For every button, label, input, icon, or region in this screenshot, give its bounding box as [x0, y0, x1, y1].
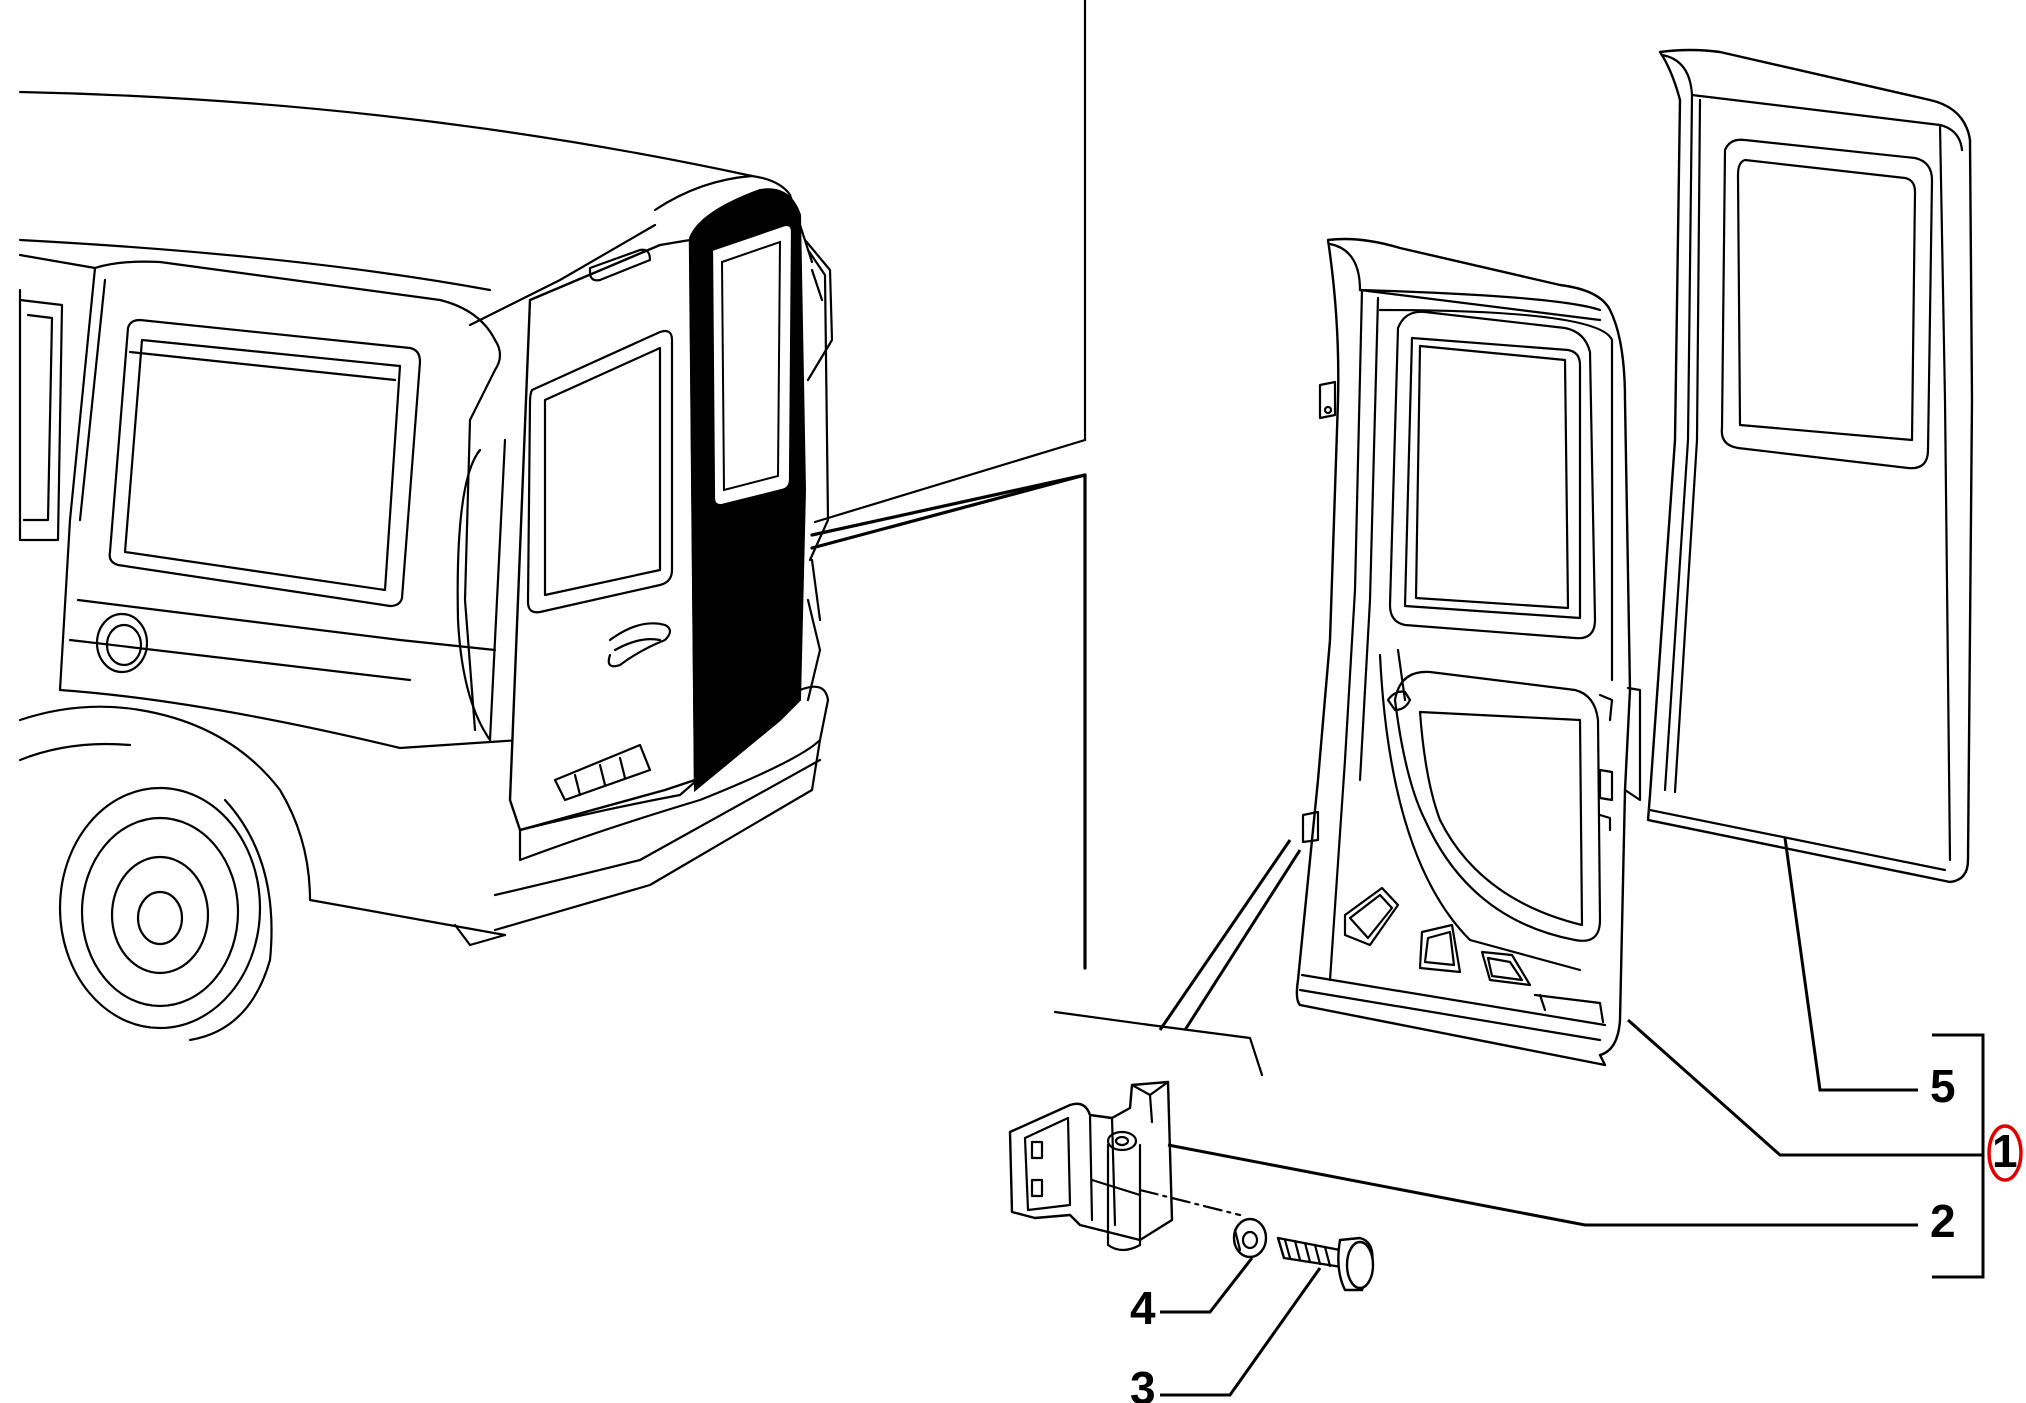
callout-1: 1 — [1992, 1125, 2018, 1177]
bolt — [1276, 1236, 1375, 1292]
callout-4: 4 — [1130, 1282, 1156, 1334]
leader-lines — [1158, 837, 1985, 1397]
frame-lines — [810, 0, 1264, 1077]
callout-2: 2 — [1930, 1195, 1956, 1247]
callout-1-highlight-ring — [1987, 1124, 2023, 1182]
van-illustration — [18, 90, 1087, 1042]
callout-3: 3 — [1130, 1362, 1156, 1403]
callout-5: 5 — [1930, 1060, 1956, 1112]
door-inner-panel — [1295, 237, 1642, 1067]
door-hinge — [1008, 1080, 1242, 1252]
callout-labels: 5 1 2 4 3 — [1130, 1060, 2023, 1403]
door-outer-skin — [1646, 48, 1974, 884]
washer — [1232, 1217, 1268, 1259]
